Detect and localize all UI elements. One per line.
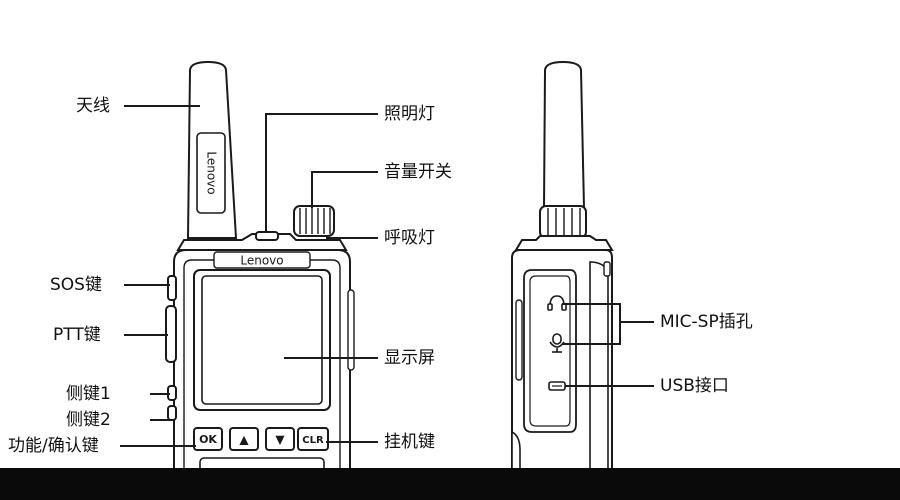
up-button <box>229 427 259 451</box>
label-antenna: 天线 <box>76 96 110 116</box>
keypad-row <box>193 427 329 451</box>
right-side-grip <box>347 289 355 371</box>
side-grip <box>515 299 523 381</box>
label-side-key-1: 侧键1 <box>66 384 111 404</box>
flashlight <box>255 231 279 241</box>
label-mic-sp-jack: MIC-SP插孔 <box>660 312 753 332</box>
clr-button <box>297 427 329 451</box>
front-view: Lenovo Lenovo <box>165 60 355 473</box>
front-logo-plate <box>213 251 311 269</box>
ok-button-label: OK <box>199 433 217 446</box>
label-ptt-key: PTT键 <box>53 325 101 345</box>
label-sos-key: SOS键 <box>50 275 102 295</box>
down-arrow-icon: ▼ <box>275 433 285 447</box>
side-button-2 <box>167 405 177 421</box>
leader-flashlight <box>265 113 378 232</box>
volume-knob <box>293 205 335 237</box>
leader-volume-switch <box>311 171 378 208</box>
label-function-confirm-key: 功能/确认键 <box>8 436 99 456</box>
side-clip-slot <box>603 261 611 277</box>
front-logo-text: Lenovo <box>240 254 283 268</box>
antenna-logo-text: Lenovo <box>205 151 219 194</box>
display-screen <box>201 275 323 405</box>
sos-side-button <box>167 275 177 301</box>
usb-port-icon <box>548 381 566 391</box>
antenna-logo-plate <box>196 132 226 214</box>
ok-button <box>193 427 223 451</box>
side-view <box>511 60 614 471</box>
up-arrow-icon: ▲ <box>239 433 249 447</box>
down-button <box>265 427 295 451</box>
side-top-cap <box>514 235 614 251</box>
leader-mic-sp-top <box>562 303 621 345</box>
port-cover-inner <box>529 275 571 427</box>
label-volume-switch: 音量开关 <box>384 162 452 182</box>
label-side-key-2: 侧键2 <box>66 410 111 430</box>
side-back-strip <box>589 261 609 471</box>
clr-button-label: CLR <box>302 435 324 446</box>
leader-lines <box>120 105 654 447</box>
label-hangup-key: 挂机键 <box>384 432 435 452</box>
label-flashlight: 照明灯 <box>384 104 435 124</box>
label-usb-port: USB接口 <box>660 376 729 396</box>
bottom-black-bar <box>0 468 900 500</box>
label-breathing-light: 呼吸灯 <box>384 228 435 248</box>
side-antenna-shape <box>542 60 586 209</box>
top-cap <box>176 233 348 251</box>
label-display: 显示屏 <box>384 348 435 368</box>
side-volume-knob <box>539 205 587 239</box>
side-lower-bump <box>511 430 521 471</box>
